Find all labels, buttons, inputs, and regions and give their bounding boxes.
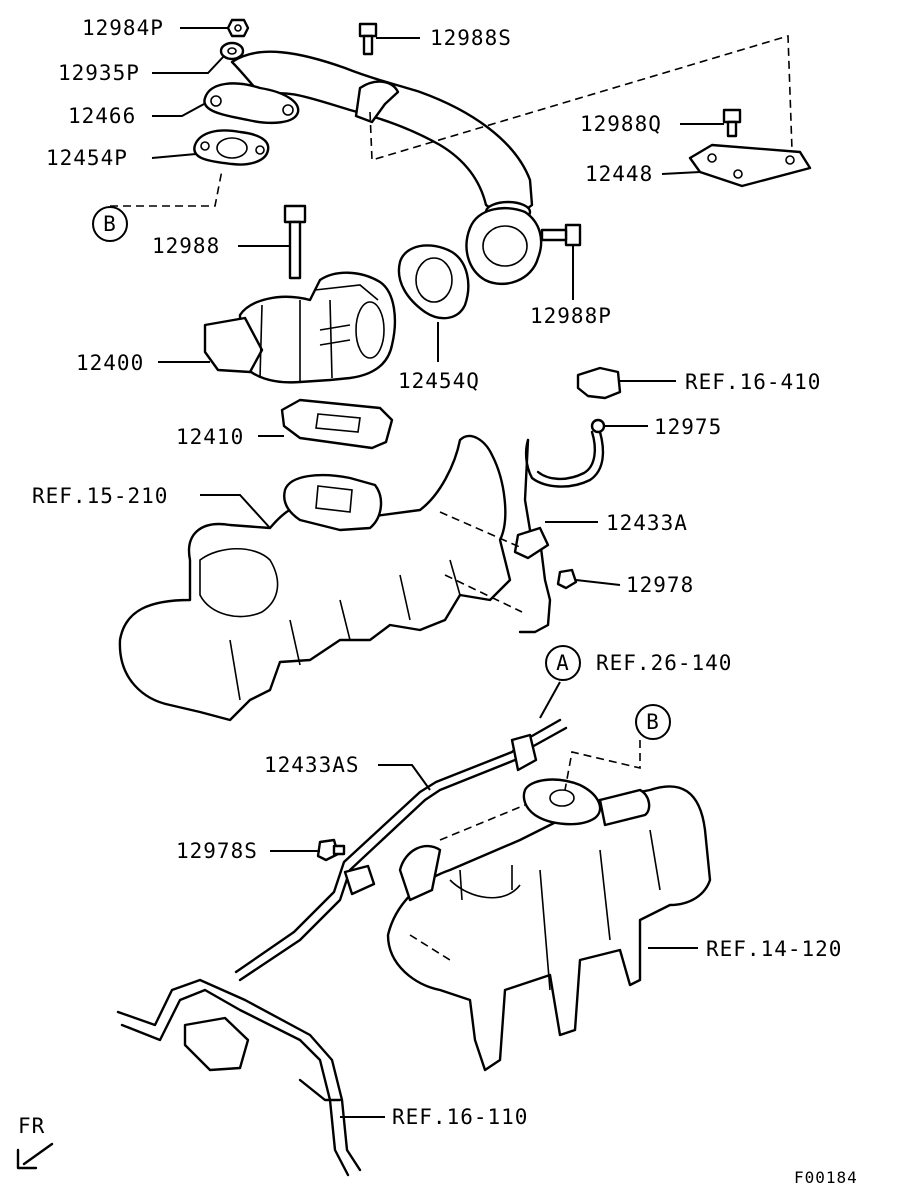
label-ref16110: REF.16-110 <box>392 1105 528 1129</box>
label-12988: 12988 <box>152 234 220 258</box>
label-12935P: 12935P <box>58 61 140 85</box>
gasket-12454P[interactable] <box>193 129 270 166</box>
vacuum-pipe-12433A[interactable] <box>513 438 552 634</box>
label-12454Q: 12454Q <box>398 369 480 393</box>
fr-arrow-icon <box>16 1142 54 1170</box>
label-ref16410: REF.16-410 <box>685 370 821 394</box>
label-12433AS: 12433AS <box>264 753 360 777</box>
label-ref15210: REF.15-210 <box>32 484 168 508</box>
egr-pipe[interactable] <box>230 50 534 224</box>
pipe-flange[interactable] <box>203 82 300 125</box>
callout-a: A <box>545 645 581 681</box>
callout-b-lower-text: B <box>646 710 660 734</box>
label-12988P: 12988P <box>530 304 612 328</box>
label-12978: 12978 <box>626 573 694 597</box>
label-12984P: 12984P <box>82 16 164 40</box>
label-12466: 12466 <box>68 104 136 128</box>
label-ref26140: REF.26-140 <box>596 651 732 675</box>
callout-b-top-text: B <box>103 212 117 236</box>
exhaust-manifold[interactable] <box>118 434 512 722</box>
intake-manifold[interactable] <box>386 778 712 1072</box>
bolt-12978[interactable] <box>556 568 578 590</box>
hose-ref16110[interactable] <box>116 978 362 1177</box>
bracket-12448[interactable] <box>688 143 812 188</box>
pipe-end-flange[interactable] <box>465 206 543 285</box>
gasket-12410[interactable] <box>280 398 394 450</box>
bolt-12978S[interactable] <box>316 838 346 862</box>
callout-b-top: B <box>92 206 128 242</box>
label-12975: 12975 <box>654 415 722 439</box>
figure-code: F00184 <box>794 1168 858 1187</box>
label-ref14120: REF.14-120 <box>706 937 842 961</box>
vacuum-pipe-12433AS[interactable] <box>234 718 568 982</box>
pipe-clamp[interactable] <box>354 80 400 124</box>
callout-b-lower: B <box>635 704 671 740</box>
callout-a-text: A <box>556 651 570 675</box>
label-12400: 12400 <box>76 351 144 375</box>
front-indicator: FR <box>16 1114 54 1170</box>
label-12410: 12410 <box>176 425 244 449</box>
label-12988S: 12988S <box>430 26 512 50</box>
bolt-12988S[interactable] <box>358 22 378 56</box>
gasket-12454Q[interactable] <box>397 244 470 320</box>
vacuum-hose[interactable] <box>524 430 605 488</box>
bolt-12988P[interactable] <box>540 223 582 247</box>
clip-12975[interactable] <box>590 418 606 434</box>
label-12978S: 12978S <box>176 839 258 863</box>
part-labels: 12984P 12988S 12935P 12466 12988Q 12454P… <box>32 16 842 1129</box>
bolt-12988[interactable] <box>283 204 307 280</box>
reference-lines <box>110 34 793 961</box>
egr-valve[interactable] <box>203 271 397 384</box>
bolt-12988Q[interactable] <box>722 108 742 138</box>
label-12988Q: 12988Q <box>580 112 662 136</box>
leader-lines <box>151 27 724 1118</box>
fr-label: FR <box>18 1114 45 1138</box>
nut-12984P[interactable] <box>226 18 250 38</box>
washer-12935P[interactable] <box>219 41 245 61</box>
label-12448: 12448 <box>585 162 653 186</box>
vsv-ref16410[interactable] <box>576 366 622 400</box>
label-12454P: 12454P <box>46 146 128 170</box>
label-12433A: 12433A <box>606 511 688 535</box>
